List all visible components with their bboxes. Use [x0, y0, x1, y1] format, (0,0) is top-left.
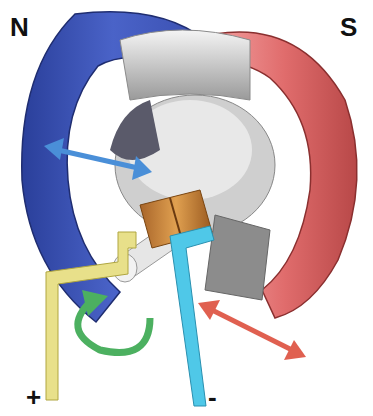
pole-label: S: [340, 14, 357, 40]
terminal-label: +: [26, 384, 41, 410]
pole-label: N: [10, 14, 29, 40]
terminal-label: -: [208, 384, 217, 410]
